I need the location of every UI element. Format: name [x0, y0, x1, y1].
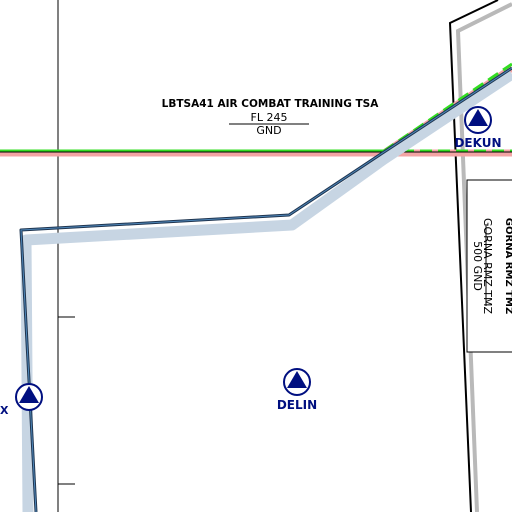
waypoint-label: DEKUN	[454, 136, 501, 150]
tsa-name: LBTSA41 AIR COMBAT TRAINING TSA	[162, 98, 380, 110]
triangle-icon	[287, 371, 307, 388]
boundary-line-light	[20, 67, 512, 512]
boundary-halo	[20, 69, 512, 512]
rmz-tmz-label: GORNA RMZ TMZ GORNA RMZ TMZ 500 GND	[466, 179, 512, 353]
waypoint-dekun[interactable]: DEKUN	[454, 106, 502, 150]
chart-grid	[57, 0, 75, 512]
triangle-icon	[468, 109, 488, 126]
tsa-label: LBTSA41 AIR COMBAT TRAINING TSA FL 245 G…	[162, 98, 380, 137]
edge-glyph: X	[0, 404, 9, 417]
rmz-tmz-limit: 500 GND	[471, 241, 484, 291]
rmz-tmz-title: GORNA RMZ TMZ	[503, 218, 512, 314]
tsa-upper-limit: FL 245	[251, 111, 288, 124]
rmz-tmz-name: GORNA RMZ TMZ	[481, 218, 494, 314]
tsa-lower-limit: GND	[256, 124, 281, 137]
black-boundary-line	[448, 0, 499, 512]
airspace-boundary	[19, 66, 512, 512]
waypoint-label: DELIN	[277, 398, 317, 412]
rmz-tmz-box	[466, 179, 512, 353]
waypoint-delin[interactable]: DELIN	[277, 368, 317, 412]
triangle-icon	[19, 386, 39, 403]
waypoint-left-edge[interactable]: X	[0, 383, 43, 417]
